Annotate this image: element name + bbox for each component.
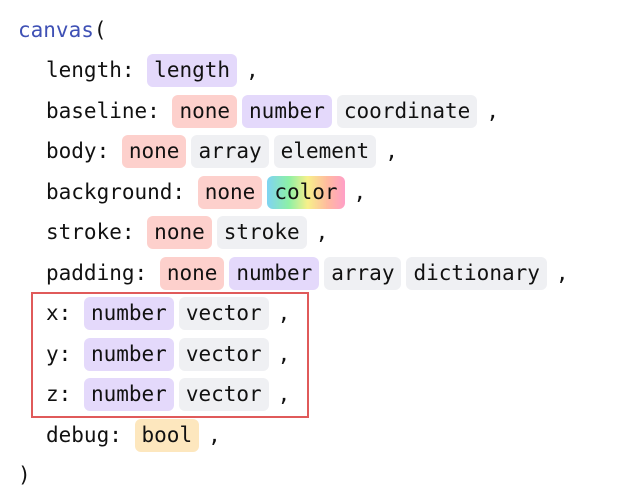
param-name: z: [46, 382, 72, 407]
close-paren: ) [18, 463, 31, 488]
param-line: length: length, [18, 51, 569, 92]
param-separator: , [277, 382, 291, 407]
param-separator: , [353, 179, 367, 204]
param-space [135, 222, 148, 243]
signature-close-line: ) [18, 456, 569, 497]
param-separator: , [277, 341, 291, 366]
param-separator: , [246, 58, 259, 83]
param-name: length: [46, 58, 135, 83]
param-name: padding: [46, 260, 148, 285]
type-chip[interactable]: array [191, 135, 269, 169]
param-space [147, 263, 160, 284]
type-chip[interactable]: stroke [216, 216, 307, 250]
type-chip[interactable]: number [83, 378, 174, 412]
param-space [185, 182, 198, 203]
type-chip[interactable]: vector [178, 297, 269, 331]
param-name: body: [46, 139, 110, 164]
type-chip[interactable]: array [324, 256, 402, 290]
type-chip[interactable]: vector [178, 337, 269, 371]
param-name: debug: [46, 422, 122, 447]
type-chip[interactable]: number [83, 337, 174, 371]
type-chip[interactable]: element [273, 135, 377, 169]
param-separator: , [385, 139, 398, 164]
param-separator: , [486, 98, 499, 123]
type-chip[interactable]: none [159, 256, 225, 290]
type-chip[interactable]: none [197, 175, 263, 209]
type-chip[interactable]: number [242, 94, 332, 128]
param-name: stroke: [46, 220, 135, 245]
param-space [109, 141, 122, 162]
open-paren: ( [93, 17, 107, 42]
param-space [135, 60, 148, 81]
type-chip[interactable]: bool [134, 418, 200, 452]
type-chip[interactable]: coordinate [336, 94, 478, 128]
param-name: background: [46, 179, 186, 204]
param-space [160, 101, 173, 122]
param-separator: , [277, 301, 291, 326]
type-chip[interactable]: dictionary [406, 256, 547, 290]
param-name: y: [46, 341, 72, 366]
signature-open-line: canvas( [18, 10, 569, 51]
type-chip[interactable]: none [172, 94, 238, 128]
param-separator: , [315, 220, 329, 245]
xyz-highlight-box [31, 292, 309, 418]
param-space [122, 425, 135, 446]
type-chip[interactable]: none [147, 216, 212, 250]
type-chip[interactable]: length [147, 54, 238, 88]
type-chip[interactable]: color [267, 175, 345, 209]
param-separator: , [208, 422, 221, 447]
type-chip[interactable]: none [121, 135, 187, 169]
param-line: debug: bool, [18, 415, 569, 456]
param-name: x: [46, 301, 72, 326]
function-name: canvas [18, 17, 94, 42]
type-chip[interactable]: number [83, 297, 174, 331]
param-name: baseline: [46, 98, 160, 123]
param-separator: , [555, 260, 569, 285]
type-chip[interactable]: vector [178, 378, 269, 412]
type-chip[interactable]: number [229, 256, 320, 290]
